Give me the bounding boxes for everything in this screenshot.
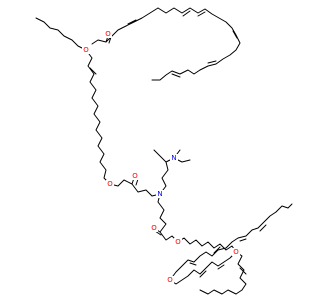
molecule-diagram: O O O O N N O O [35,7,293,295]
lower-linker-chain [177,237,247,295]
svg-text:O: O [132,172,138,180]
atom-o7: O [232,248,240,256]
svg-text:O: O [83,46,89,54]
svg-text:N: N [171,154,176,162]
atom-o1: O [82,46,90,54]
svg-text:O: O [105,30,111,38]
atom-o5: O [150,224,158,232]
top-acyl-chain [35,7,241,99]
atom-o6: O [174,238,182,246]
structure-canvas: O O O O N N O O [35,7,293,295]
svg-text:O: O [167,276,173,284]
atom-o8: O [166,276,174,284]
svg-text:O: O [107,180,113,188]
svg-text:N: N [157,190,162,198]
svg-text:O: O [151,224,157,232]
upper-linker-chain [91,97,111,185]
svg-text:O: O [175,238,181,246]
atom-o4: O [131,172,139,180]
central-core [109,149,191,243]
bottom-acyl-chain [169,203,293,295]
atom-o3: O [106,180,114,188]
atom-o2: O [104,30,112,38]
atom-n2: N [170,154,178,162]
atom-n1: N [156,190,164,198]
svg-text:O: O [233,248,239,256]
